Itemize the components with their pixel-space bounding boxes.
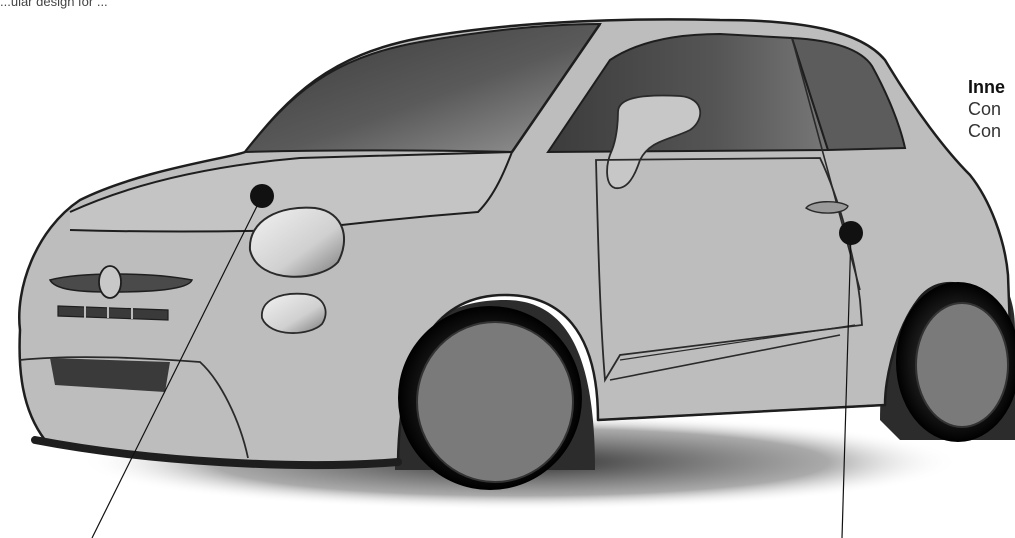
door-handle — [806, 202, 848, 213]
front-rim — [417, 322, 573, 482]
door-marker — [839, 221, 863, 245]
callout-line-1: Con — [968, 98, 1005, 120]
rear-rim — [916, 303, 1008, 427]
headlight-lower — [262, 294, 326, 333]
callout-line-2: Con — [968, 120, 1005, 142]
callout-text: Inne Con Con — [968, 76, 1005, 142]
callout-title: Inne — [968, 76, 1005, 98]
hood-marker — [250, 184, 274, 208]
badge — [99, 266, 121, 298]
